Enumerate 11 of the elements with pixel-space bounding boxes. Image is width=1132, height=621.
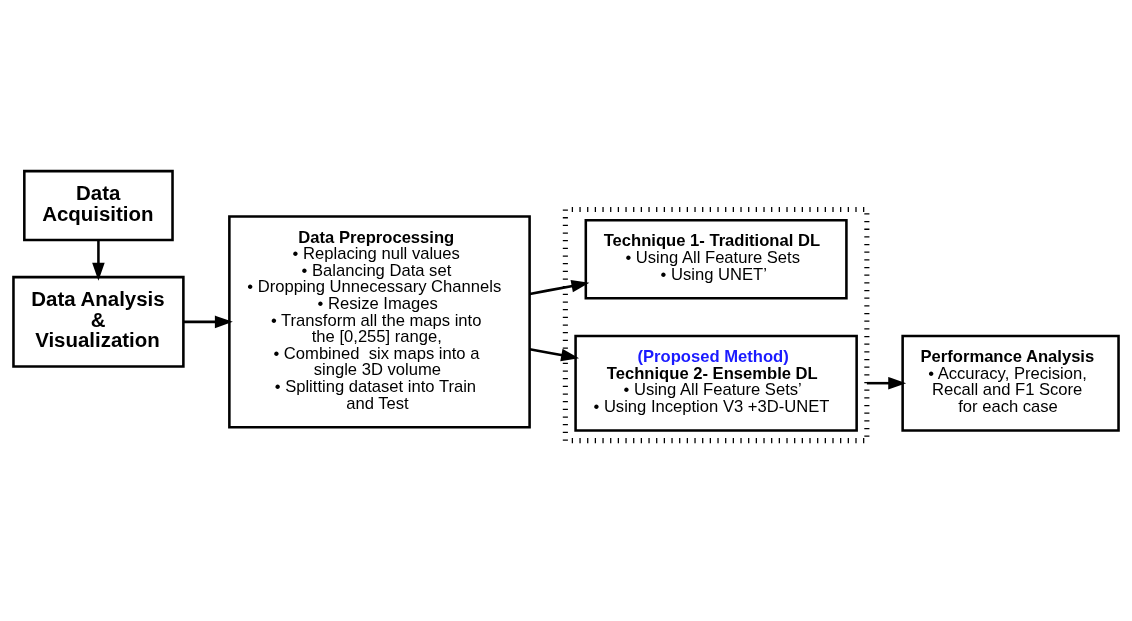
node-box: Data Analysis & Visualization — [12, 275, 185, 368]
arrow — [529, 279, 590, 295]
arrow — [529, 347, 580, 361]
node-box: Performance Analysis • Accuracy, Precision, Recall and F1 Score for each case — [901, 334, 1120, 432]
arrow — [866, 376, 907, 389]
arrow — [183, 315, 233, 328]
node-box: Data Preprocessing • Replacing null values • Balancing Data set • Dropping Unnecessary Channels • Resize Images • Transform all the maps into the [0,255] range, • Combined six maps into a single 3D volume • Splitting dataset into Train and Test — [228, 214, 531, 429]
node-box: (Proposed Method) Technique 2- Ensemble DL • Using All Feature Sets’ • Using Inception V3 +3D-UNET — [574, 334, 858, 432]
node-box: Data Acquisition — [23, 169, 174, 241]
node-box: Technique 1- Traditional DL • Using All Feature Sets • Using UNET’ — [584, 218, 848, 299]
arrow — [92, 239, 105, 281]
